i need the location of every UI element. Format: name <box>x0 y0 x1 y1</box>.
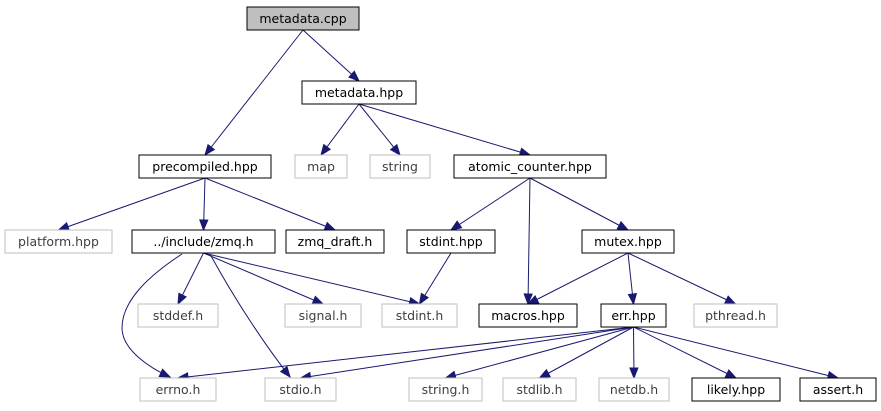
edge-mutex-hpp-to-macros-hpp <box>527 252 629 305</box>
node-label-signal-h: signal.h <box>299 308 348 323</box>
arrowhead-metadata-hpp-to-map <box>320 143 332 157</box>
node-string[interactable]: string <box>369 154 431 179</box>
edge-metadata-cpp-to-precompiled-hpp <box>204 29 304 156</box>
edge-atomic-counter-hpp-to-stdint-hpp <box>450 177 531 231</box>
edge-err-hpp-to-errno-h <box>177 326 634 379</box>
arrowhead-metadata-cpp-to-precompiled-hpp <box>204 143 216 157</box>
edge-metadata-hpp-to-string <box>358 103 401 156</box>
arrowhead-mutex-hpp-to-err-hpp <box>627 293 638 306</box>
node-stdint-h[interactable]: stdint.h <box>381 303 458 328</box>
node-label-macros-hpp: macros.hpp <box>491 308 565 323</box>
node-label-stddef-h: stddef.h <box>153 308 203 323</box>
node-label-errno-h: errno.h <box>156 382 201 397</box>
node-label-stdlib-h: stdlib.h <box>516 382 562 397</box>
node-errno-h[interactable]: errno.h <box>139 377 217 402</box>
edges-layer <box>57 29 840 382</box>
node-label-precompiled-hpp: precompiled.hpp <box>152 159 258 174</box>
node-map[interactable]: map <box>294 154 348 179</box>
edge-zmq-h-to-errno-h <box>121 253 183 378</box>
edge-metadata-cpp-to-metadata-hpp <box>302 29 360 82</box>
node-mutex-hpp[interactable]: mutex.hpp <box>581 229 675 254</box>
edge-precompiled-hpp-to-platform-hpp <box>58 177 206 231</box>
node-signal-h[interactable]: signal.h <box>284 303 362 328</box>
node-label-map: map <box>307 159 335 174</box>
arrowhead-atomic-counter-hpp-to-mutex-hpp <box>616 220 630 231</box>
arrowhead-err-hpp-to-netdb-h <box>629 367 639 380</box>
node-label-assert-h: assert.h <box>813 382 863 397</box>
arrowhead-atomic-counter-hpp-to-stdint-hpp <box>449 220 463 231</box>
node-label-zmq-h: ../include/zmq.h <box>153 234 253 249</box>
edge-err-hpp-to-assert-h <box>633 326 839 379</box>
node-label-string: string <box>382 159 418 174</box>
node-zmq-draft-h[interactable]: zmq_draft.h <box>285 229 385 254</box>
node-label-err-hpp: err.hpp <box>611 308 655 323</box>
edge-mutex-hpp-to-pthread-h <box>627 252 736 305</box>
edge-metadata-hpp-to-map <box>320 103 360 156</box>
arrowhead-zmq-h-to-signal-h <box>311 295 325 305</box>
nodes-layer: metadata.cpp metadata.hpp precompiled.hp… <box>4 6 877 402</box>
node-macros-hpp[interactable]: macros.hpp <box>478 303 578 328</box>
arrowhead-atomic-counter-hpp-to-macros-hpp <box>523 293 533 306</box>
node-stdint-hpp[interactable]: stdint.hpp <box>406 229 496 254</box>
edge-err-hpp-to-likely-hpp <box>633 326 737 379</box>
node-metadata-hpp[interactable]: metadata.hpp <box>301 80 417 105</box>
arrowhead-err-hpp-to-stdlib-h <box>538 368 551 379</box>
edge-zmq-h-to-signal-h <box>203 252 324 305</box>
arrowhead-zmq-h-to-stdio-h <box>279 365 291 379</box>
node-stdio-h[interactable]: stdio.h <box>264 377 337 402</box>
edge-atomic-counter-hpp-to-mutex-hpp <box>529 177 629 231</box>
arrowhead-precompiled-hpp-to-platform-hpp <box>57 222 70 231</box>
node-label-atomic-counter-hpp: atomic_counter.hpp <box>468 159 592 174</box>
arrowhead-precompiled-hpp-to-zmq-h <box>199 219 209 232</box>
node-stddef-h[interactable]: stddef.h <box>137 303 219 328</box>
edge-precompiled-hpp-to-zmq-draft-h <box>204 177 336 231</box>
edge-err-hpp-to-stdlib-h <box>539 326 634 379</box>
node-err-hpp[interactable]: err.hpp <box>600 303 667 328</box>
node-label-stdint-h: stdint.h <box>396 308 444 323</box>
arrowhead-metadata-hpp-to-string <box>389 143 401 157</box>
edge-atomic-counter-hpp-to-macros-hpp <box>527 177 531 305</box>
node-label-stdio-h: stdio.h <box>279 382 321 397</box>
edge-err-hpp-to-string-h <box>445 326 634 379</box>
arrowhead-err-hpp-to-likely-hpp <box>724 369 738 379</box>
arrowhead-zmq-h-to-errno-h <box>158 368 172 378</box>
arrowhead-mutex-hpp-to-pthread-h <box>723 295 737 305</box>
node-assert-h[interactable]: assert.h <box>799 377 877 402</box>
node-pthread-h[interactable]: pthread.h <box>693 303 778 328</box>
node-zmq-h[interactable]: ../include/zmq.h <box>131 229 276 254</box>
arrowhead-stdint-hpp-to-stdint-h <box>418 292 430 306</box>
node-label-metadata-cpp: metadata.cpp <box>259 11 346 26</box>
node-label-stdint-hpp: stdint.hpp <box>419 234 482 249</box>
node-stdlib-h[interactable]: stdlib.h <box>502 377 577 402</box>
node-label-pthread-h: pthread.h <box>705 308 766 323</box>
node-atomic-counter-hpp[interactable]: atomic_counter.hpp <box>453 154 607 179</box>
node-label-mutex-hpp: mutex.hpp <box>594 234 662 249</box>
edge-metadata-hpp-to-atomic-counter-hpp <box>358 103 531 156</box>
node-platform-hpp[interactable]: platform.hpp <box>4 229 113 254</box>
arrowhead-precompiled-hpp-to-zmq-draft-h <box>323 221 337 231</box>
edge-zmq-h-to-stdio-h <box>209 253 291 378</box>
node-label-metadata-hpp: metadata.hpp <box>315 85 403 100</box>
node-label-platform-hpp: platform.hpp <box>18 234 99 249</box>
node-precompiled-hpp[interactable]: precompiled.hpp <box>138 154 272 179</box>
arrowhead-zmq-h-to-stddef-h <box>177 292 187 306</box>
node-netdb-h[interactable]: netdb.h <box>598 377 670 402</box>
edge-zmq-h-to-stdint-h <box>203 252 420 305</box>
node-label-likely-hpp: likely.hpp <box>707 382 765 397</box>
edge-err-hpp-to-stdio-h <box>300 326 634 379</box>
node-metadata-cpp[interactable]: metadata.cpp <box>246 6 360 31</box>
node-label-zmq-draft-h: zmq_draft.h <box>298 234 373 249</box>
arrowhead-metadata-cpp-to-metadata-hpp <box>348 70 360 82</box>
node-string-h[interactable]: string.h <box>408 377 483 402</box>
node-label-netdb-h: netdb.h <box>610 382 658 397</box>
node-label-string-h: string.h <box>422 382 470 397</box>
node-likely-hpp[interactable]: likely.hpp <box>691 377 781 402</box>
